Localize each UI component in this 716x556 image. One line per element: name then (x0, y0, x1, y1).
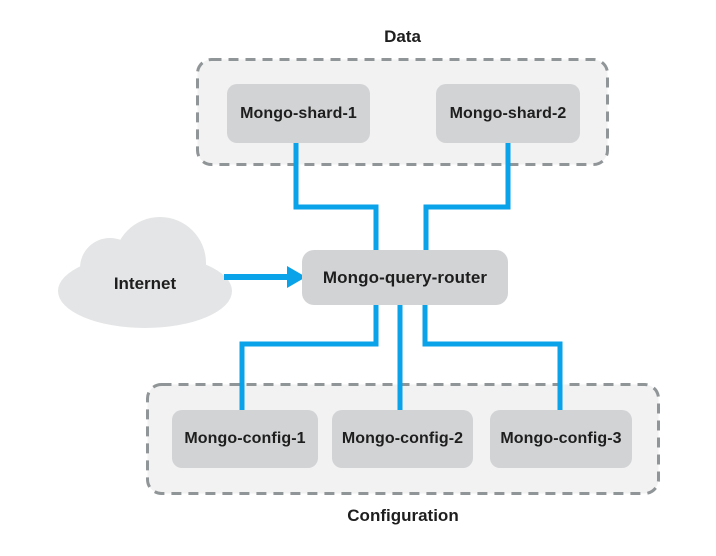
connector-shard2-router (423, 143, 511, 250)
group-label-configuration: Configuration (347, 506, 459, 525)
node-mongo-config-1: Mongo-config-1 (172, 410, 318, 468)
internet-arrow (224, 266, 306, 288)
node-mongo-shard-1: Mongo-shard-1 (227, 84, 370, 143)
node-mongo-query-router: Mongo-query-router (302, 250, 508, 305)
node-mongo-config-2: Mongo-config-2 (332, 410, 473, 468)
node-mongo-config-3: Mongo-config-3 (490, 410, 632, 468)
connector-router-config1 (239, 305, 379, 412)
connector-shard1-router (293, 143, 379, 250)
node-mongo-shard-2: Mongo-shard-2 (436, 84, 580, 143)
group-label-data: Data (384, 27, 421, 46)
cloud-icon (58, 217, 232, 328)
internet-cloud-label: Internet (113, 274, 177, 293)
connector-router-config3 (422, 305, 563, 412)
